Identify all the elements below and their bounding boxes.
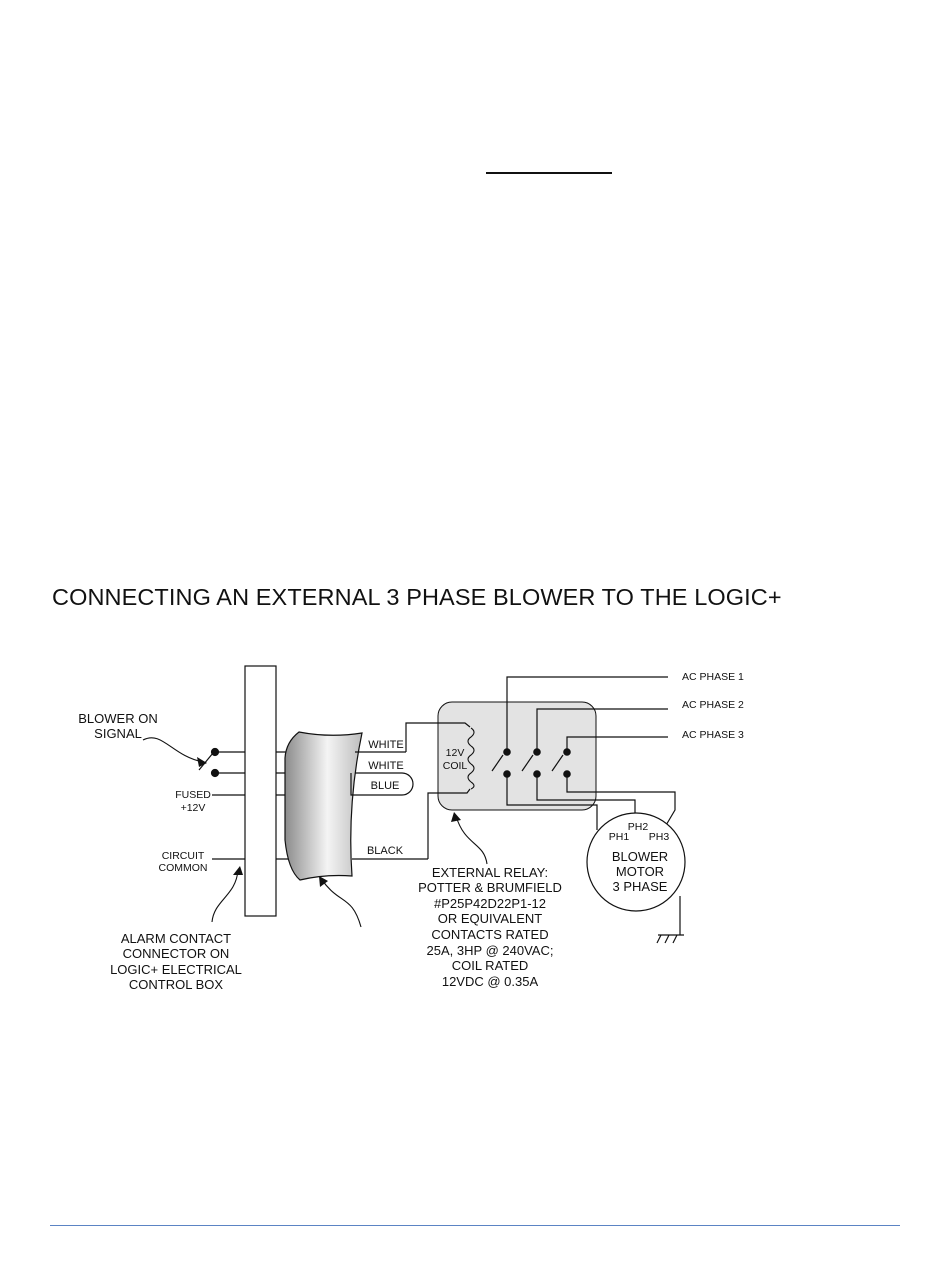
- relay-label-7: COIL RATED: [452, 958, 529, 973]
- ac-phase-lines: [506, 676, 676, 833]
- relay-label-3: #P25P42D22P1-12: [434, 896, 546, 911]
- circuit-common-label-2: COMMON: [159, 862, 208, 874]
- circuit-common-label-1: CIRCUIT: [162, 850, 205, 862]
- wire-white-2-label: WHITE: [368, 760, 403, 772]
- footer-rule: [50, 1225, 900, 1226]
- relay-label-6: 25A, 3HP @ 240VAC;: [427, 943, 554, 958]
- alarm-connector-label-1: ALARM CONTACT: [121, 931, 231, 946]
- motor-label-1: BLOWER: [612, 849, 668, 864]
- ph2-label: PH2: [628, 821, 649, 833]
- alarm-connector-label-4: CONTROL BOX: [129, 977, 223, 992]
- blower-motor: [586, 812, 686, 912]
- ac-phase-3-label: AC PHASE 3: [682, 729, 744, 741]
- relay-coil-icon: [467, 727, 475, 790]
- relay-label-8: 12VDC @ 0.35A: [442, 974, 539, 989]
- alarm-connector-label-2: CONNECTOR ON: [123, 946, 230, 961]
- relay-box: [437, 701, 597, 811]
- connector-block: [244, 665, 277, 917]
- ac-phase-2-label: AC PHASE 2: [682, 699, 744, 711]
- leader-arrows: [142, 737, 488, 928]
- ac-phase-1-label: AC PHASE 1: [682, 671, 744, 683]
- fused-label-1: FUSED: [175, 789, 211, 801]
- cable-bundle: [284, 731, 363, 881]
- blower-on-label-2: SIGNAL: [94, 726, 142, 741]
- motor-label-3: 3 PHASE: [613, 879, 668, 894]
- relay-label-4: OR EQUIVALENT: [438, 911, 543, 926]
- coil-label-1: 12V: [446, 747, 465, 759]
- relay-label-2: POTTER & BRUMFIELD: [418, 880, 562, 895]
- blower-on-label-1: BLOWER ON: [78, 711, 157, 726]
- ph3-label: PH3: [649, 831, 670, 843]
- wire-white-1-label: WHITE: [368, 739, 403, 751]
- coil-label-2: COIL: [443, 760, 468, 772]
- alarm-connector-label-3: LOGIC+ ELECTRICAL: [110, 962, 242, 977]
- relay-label-5: CONTACTS RATED: [431, 927, 548, 942]
- ph1-label: PH1: [609, 831, 630, 843]
- motor-label-2: MOTOR: [616, 864, 664, 879]
- blower-on-switch: [198, 747, 220, 778]
- wire-lines: [350, 722, 471, 860]
- wire-black-label: BLACK: [367, 845, 404, 857]
- ground-symbol: [656, 896, 684, 944]
- section-heading: CONNECTING AN EXTERNAL 3 PHASE BLOWER TO…: [52, 584, 782, 610]
- wire-blue-label: BLUE: [371, 780, 400, 792]
- top-rule: [486, 172, 612, 174]
- relay-label-1: EXTERNAL RELAY:: [432, 865, 548, 880]
- fused-label-2: +12V: [181, 802, 206, 814]
- arrow-heads: [197, 757, 461, 887]
